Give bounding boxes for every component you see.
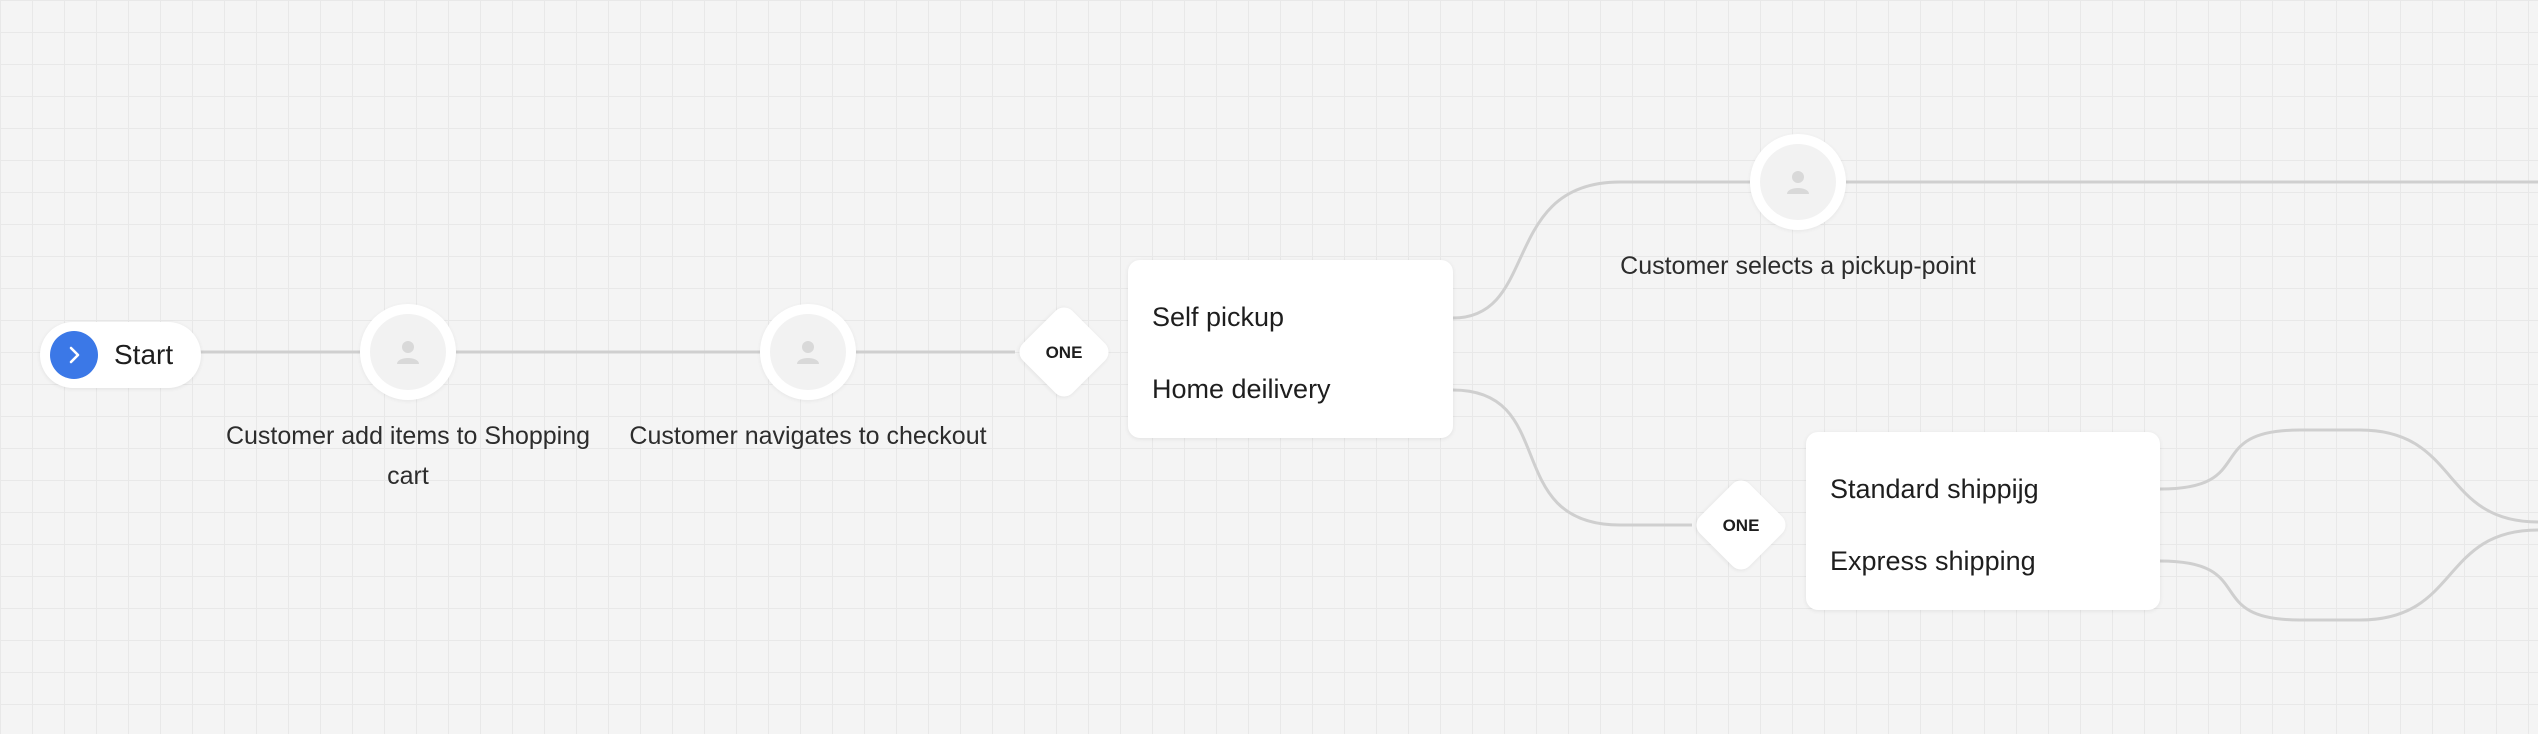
gateway-label-delivery: ONE (1045, 343, 1083, 362)
edge-express-shipping-out (2159, 528, 2538, 622)
option-standard-shipping[interactable]: Standard shippijg (1830, 474, 2039, 504)
start-button[interactable] (50, 331, 98, 379)
choice-card-shipping[interactable]: Standard shippijg Express shipping (1806, 432, 2160, 610)
user-icon (1787, 171, 1809, 194)
step-label-checkout: Customer navigates to checkout (629, 422, 987, 450)
edge-standard-shipping-out (2159, 428, 2538, 524)
step-node-pickup-point[interactable] (1750, 134, 1846, 230)
step-label-pickup-point: Customer selects a pickup-point (1620, 252, 1976, 280)
gateway-label-shipping: ONE (1722, 516, 1760, 535)
user-icon (797, 341, 819, 364)
edge-home-delivery-to-gateway2 (1452, 388, 1692, 527)
option-self-pickup[interactable]: Self pickup (1152, 302, 1285, 332)
start-node[interactable]: Start (40, 322, 201, 388)
choice-card-delivery[interactable]: Self pickup Home deilivery (1128, 260, 1453, 438)
step-label-add-to-cart: Customer add items to Shopping cart (225, 422, 591, 490)
chevron-right-icon (69, 346, 80, 364)
user-icon (397, 341, 419, 364)
step-avatar (370, 314, 446, 390)
option-express-shipping[interactable]: Express shipping (1830, 546, 2036, 576)
edge-group (200, 180, 2538, 622)
step-node-add-to-cart[interactable] (360, 304, 456, 400)
edge-self-pickup-to-step3 (1452, 180, 1750, 320)
step-avatar (770, 314, 846, 390)
start-label: Start (114, 339, 174, 370)
step-node-checkout[interactable] (760, 304, 856, 400)
step-avatar (1760, 144, 1836, 220)
option-home-delivery[interactable]: Home deilivery (1152, 374, 1331, 404)
